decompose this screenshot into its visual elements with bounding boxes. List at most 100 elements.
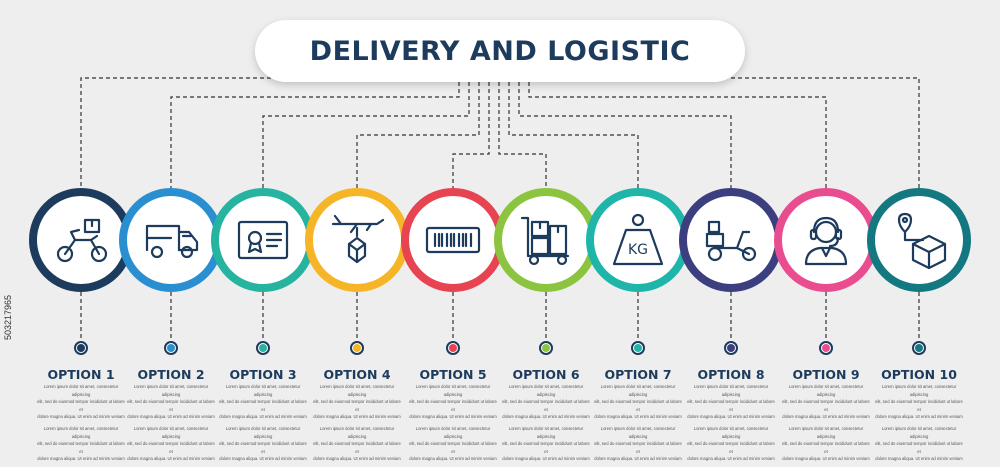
description-line: Lorem ipsum dolor sit amet, consectetur …	[788, 425, 864, 439]
description-line: Lorem ipsum dolor sit amet, consectetur …	[43, 384, 119, 397]
option-description-5: Lorem ipsum dolor sit amet, consectetur …	[407, 383, 499, 467]
description-line: elit, sed do eiusmod tempor incididunt u…	[782, 399, 870, 412]
hand-truck-boxes-icon	[520, 216, 570, 266]
description-line: Lorem ipsum dolor sit amet, consectetur …	[600, 384, 676, 397]
option-label-2: OPTION 2	[137, 367, 205, 382]
description-line: Lorem ipsum dolor sit amet, consectetur …	[43, 425, 119, 439]
description-line: Lorem ipsum dolor sit amet, consectetur …	[319, 425, 395, 439]
option-description-1: Lorem ipsum dolor sit amet, consectetur …	[35, 383, 127, 467]
option-label-1: OPTION 1	[47, 367, 115, 382]
motorcycle-delivery-icon	[56, 218, 108, 263]
description-line: dolore magna aliqua. Ut enim ad minim ve…	[782, 456, 870, 462]
description-line: Lorem ipsum dolor sit amet, consectetur …	[133, 425, 209, 439]
description-line: Lorem ipsum dolor sit amet, consectetur …	[881, 425, 957, 439]
description-line: elit, sed do eiusmod tempor incididunt u…	[687, 441, 775, 454]
description-line: dolore magna aliqua. Ut enim ad minim ve…	[219, 414, 307, 420]
description-line: elit, sed do eiusmod tempor incididunt u…	[875, 399, 963, 412]
description-line: elit, sed do eiusmod tempor incididunt u…	[594, 441, 682, 454]
description-line: dolore magna aliqua. Ut enim ad minim ve…	[502, 456, 590, 462]
description-line: dolore magna aliqua. Ut enim ad minim ve…	[127, 456, 215, 462]
option-label-8: OPTION 8	[697, 367, 765, 382]
description-line: elit, sed do eiusmod tempor incididunt u…	[409, 399, 497, 412]
option-label-3: OPTION 3	[229, 367, 297, 382]
connector-top-3	[262, 82, 470, 188]
description-line: dolore magna aliqua. Ut enim ad minim ve…	[875, 414, 963, 420]
connector-top-10	[538, 77, 920, 188]
option-dot-9	[819, 341, 833, 355]
option-circle-5	[401, 188, 505, 292]
page-title: DELIVERY AND LOGISTIC	[309, 35, 691, 67]
description-line: elit, sed do eiusmod tempor incididunt u…	[502, 441, 590, 454]
option-dot-4	[350, 341, 364, 355]
description-line: dolore magna aliqua. Ut enim ad minim ve…	[37, 414, 125, 420]
description-line: dolore magna aliqua. Ut enim ad minim ve…	[313, 456, 401, 462]
option-dot-3	[256, 341, 270, 355]
description-line: dolore magna aliqua. Ut enim ad minim ve…	[127, 414, 215, 420]
connector-top-8	[518, 82, 732, 188]
option-dot-8	[724, 341, 738, 355]
description-line: elit, sed do eiusmod tempor incididunt u…	[219, 441, 307, 454]
description-line: Lorem ipsum dolor sit amet, consectetur …	[225, 425, 301, 439]
description-line: dolore magna aliqua. Ut enim ad minim ve…	[594, 414, 682, 420]
certificate-icon	[237, 220, 289, 260]
description-line: elit, sed do eiusmod tempor incididunt u…	[37, 399, 125, 412]
barcode-icon	[425, 226, 481, 254]
option-description-8: Lorem ipsum dolor sit amet, consectetur …	[685, 383, 777, 467]
description-line: elit, sed do eiusmod tempor incididunt u…	[127, 441, 215, 454]
image-id: 503217965	[3, 294, 13, 340]
description-line: dolore magna aliqua. Ut enim ad minim ve…	[687, 414, 775, 420]
description-line: elit, sed do eiusmod tempor incididunt u…	[37, 441, 125, 454]
option-circle-8	[679, 188, 783, 292]
description-line: dolore magna aliqua. Ut enim ad minim ve…	[687, 456, 775, 462]
option-circle-7: KG	[586, 188, 690, 292]
description-line: Lorem ipsum dolor sit amet, consectetur …	[225, 384, 301, 397]
connector-top-7	[508, 82, 639, 188]
option-label-9: OPTION 9	[792, 367, 860, 382]
delivery-van-icon	[145, 224, 199, 259]
scooter-delivery-icon	[705, 220, 757, 262]
description-line: Lorem ipsum dolor sit amet, consectetur …	[133, 384, 209, 397]
description-line: Lorem ipsum dolor sit amet, consectetur …	[415, 425, 491, 439]
option-circle-1	[29, 188, 133, 292]
option-description-3: Lorem ipsum dolor sit amet, consectetur …	[217, 383, 309, 467]
description-line: elit, sed do eiusmod tempor incididunt u…	[313, 399, 401, 412]
option-circle-4	[305, 188, 409, 292]
description-line: dolore magna aliqua. Ut enim ad minim ve…	[782, 414, 870, 420]
option-description-10: Lorem ipsum dolor sit amet, consectetur …	[873, 383, 965, 467]
option-dot-5	[446, 341, 460, 355]
option-dot-2	[164, 341, 178, 355]
customer-support-icon	[804, 216, 848, 266]
description-line: elit, sed do eiusmod tempor incididunt u…	[502, 399, 590, 412]
option-description-7: Lorem ipsum dolor sit amet, consectetur …	[592, 383, 684, 467]
description-line: dolore magna aliqua. Ut enim ad minim ve…	[409, 414, 497, 420]
connector-top-4	[356, 82, 480, 188]
description-line: elit, sed do eiusmod tempor incididunt u…	[313, 441, 401, 454]
description-line: elit, sed do eiusmod tempor incididunt u…	[782, 441, 870, 454]
description-line: dolore magna aliqua. Ut enim ad minim ve…	[409, 456, 497, 462]
option-circle-9	[774, 188, 878, 292]
option-dot-7	[631, 341, 645, 355]
description-line: Lorem ipsum dolor sit amet, consectetur …	[881, 384, 957, 397]
description-line: Lorem ipsum dolor sit amet, consectetur …	[788, 384, 864, 397]
description-line: Lorem ipsum dolor sit amet, consectetur …	[508, 384, 584, 397]
option-label-6: OPTION 6	[512, 367, 580, 382]
kg-weight-icon: KG	[612, 213, 664, 266]
option-description-2: Lorem ipsum dolor sit amet, consectetur …	[125, 383, 217, 467]
description-line: Lorem ipsum dolor sit amet, consectetur …	[693, 384, 769, 397]
description-line: elit, sed do eiusmod tempor incididunt u…	[219, 399, 307, 412]
svg-text:KG: KG	[628, 242, 648, 258]
option-description-6: Lorem ipsum dolor sit amet, consectetur …	[500, 383, 592, 467]
description-line: elit, sed do eiusmod tempor incididunt u…	[127, 399, 215, 412]
option-description-9: Lorem ipsum dolor sit amet, consectetur …	[780, 383, 872, 467]
option-description-4: Lorem ipsum dolor sit amet, consectetur …	[311, 383, 403, 467]
option-circle-6	[494, 188, 598, 292]
description-line: Lorem ipsum dolor sit amet, consectetur …	[508, 425, 584, 439]
option-dot-6	[539, 341, 553, 355]
connector-top-9	[528, 82, 827, 188]
option-circle-3	[211, 188, 315, 292]
description-line: elit, sed do eiusmod tempor incididunt u…	[409, 441, 497, 454]
description-line: dolore magna aliqua. Ut enim ad minim ve…	[502, 414, 590, 420]
description-line: dolore magna aliqua. Ut enim ad minim ve…	[219, 456, 307, 462]
description-line: dolore magna aliqua. Ut enim ad minim ve…	[37, 456, 125, 462]
description-line: dolore magna aliqua. Ut enim ad minim ve…	[594, 456, 682, 462]
